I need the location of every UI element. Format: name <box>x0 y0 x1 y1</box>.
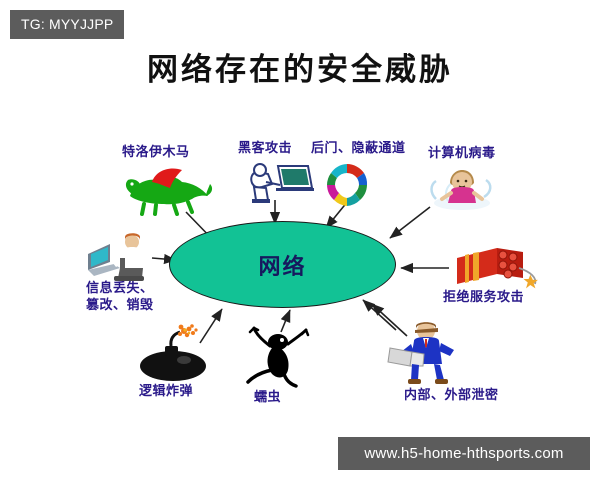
dragon-icon <box>122 162 214 216</box>
center-node-label: 网络 <box>258 254 307 280</box>
hacker-computer-icon <box>238 158 314 204</box>
virus-germ-icon <box>424 163 498 211</box>
businessman-documents-icon <box>382 318 468 386</box>
circular-arrows-icon <box>320 160 374 210</box>
person-laptop-icon <box>84 230 152 282</box>
bomb-icon <box>136 324 216 384</box>
label-information-loss-line2: 篡改、销毁 <box>86 298 154 313</box>
label-worm: 蠕虫 <box>254 390 282 405</box>
label-information-loss-line1: 信息丢失、 <box>86 281 154 296</box>
worm-figure-icon <box>238 326 310 388</box>
tg-watermark: TG: MYYJJPP <box>10 10 125 39</box>
label-computer-virus: 计算机病毒 <box>428 146 496 161</box>
center-node-network: 网络 <box>169 221 396 308</box>
label-logic-bomb: 逻辑炸弹 <box>139 384 194 399</box>
label-backdoor-covert-channel: 后门、隐蔽通道 <box>311 141 406 156</box>
label-denial-of-service: 拒绝服务攻击 <box>443 290 525 305</box>
label-hacker-attack: 黑客攻击 <box>238 141 293 156</box>
label-internal-external-leak: 内部、外部泄密 <box>404 388 499 403</box>
dynamite-bundle-icon <box>451 238 543 294</box>
label-trojan-horse: 特洛伊木马 <box>122 145 190 160</box>
center-ellipse <box>169 221 396 308</box>
page-title: 网络存在的安全威胁 <box>147 52 453 88</box>
site-url-watermark: www.h5-home-hthsports.com <box>338 437 590 470</box>
